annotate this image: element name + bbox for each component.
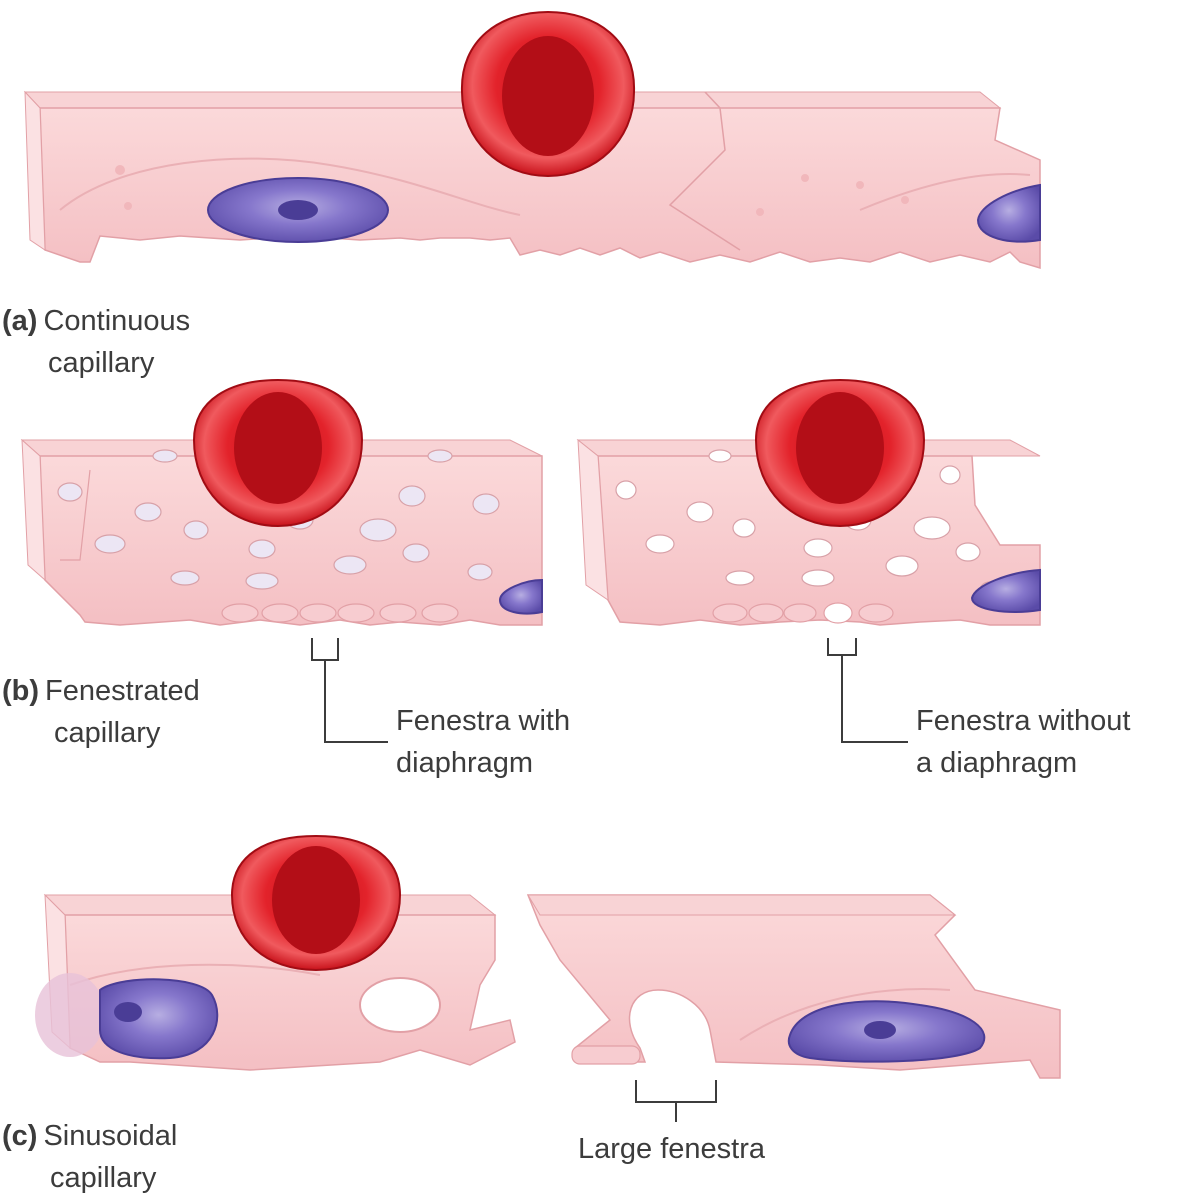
wall-cut-face xyxy=(24,90,46,251)
fenestra-icon xyxy=(615,449,1001,599)
panel-b-fenestrated-with-diaphragm xyxy=(20,378,543,626)
endothelial-nucleus-icon xyxy=(498,578,543,615)
callout-left-line2: diaphragm xyxy=(396,747,534,779)
panel-c-sinusoidal-right xyxy=(526,894,1061,1079)
endothelial-nucleus-icon xyxy=(99,978,219,1060)
panel-c-subtitle: capillary xyxy=(50,1162,157,1194)
panel-c-title: Sinusoidal xyxy=(43,1120,178,1152)
panel-b-subtitle: capillary xyxy=(54,717,161,749)
panel-a-continuous-capillary xyxy=(23,10,1041,270)
panel-a-title: Continuous xyxy=(43,305,191,337)
panel-a-subtitle: capillary xyxy=(48,347,155,379)
cell-junction xyxy=(668,91,741,251)
callout-bracket-c xyxy=(635,1080,717,1122)
panel-b-fenestrated-without-diaphragm xyxy=(576,378,1041,626)
callout-right-line1: Fenestra without xyxy=(916,705,1131,737)
label-sinusoidal-capillary: (c)Sinusoidal capillary xyxy=(2,1115,177,1199)
label-large-fenestra: Large fenestra xyxy=(578,1128,765,1170)
endothelial-nucleus-icon xyxy=(976,183,1041,243)
panel-a-letter: (a) xyxy=(2,305,38,337)
label-fenestrated-capillary: (b)Fenestrated capillary xyxy=(2,670,200,754)
fenestra-icon xyxy=(359,977,441,1033)
panel-c-sinusoidal-left xyxy=(35,834,516,1071)
endothelial-nucleus-icon xyxy=(970,568,1041,613)
label-continuous-capillary: (a)Continuous capillary xyxy=(2,300,190,384)
panel-c-letter: (c) xyxy=(2,1120,38,1152)
cell-fold-right xyxy=(859,173,1031,211)
callout-right-line2: a diaphragm xyxy=(916,747,1078,779)
cell-fold xyxy=(59,157,521,216)
fenestra-icon xyxy=(823,602,853,624)
fenestra-icon xyxy=(57,449,500,590)
label-fenestra-without-diaphragm: Fenestra without a diaphragm xyxy=(916,700,1130,784)
panel-b-title: Fenestrated xyxy=(45,675,200,707)
callout-left-line1: Fenestra with xyxy=(396,705,571,737)
label-fenestra-with-diaphragm: Fenestra with diaphragm xyxy=(396,700,570,784)
callout-large-fenestra: Large fenestra xyxy=(578,1133,766,1165)
callout-brackets-b xyxy=(311,638,908,743)
panel-b-letter: (b) xyxy=(2,675,40,707)
